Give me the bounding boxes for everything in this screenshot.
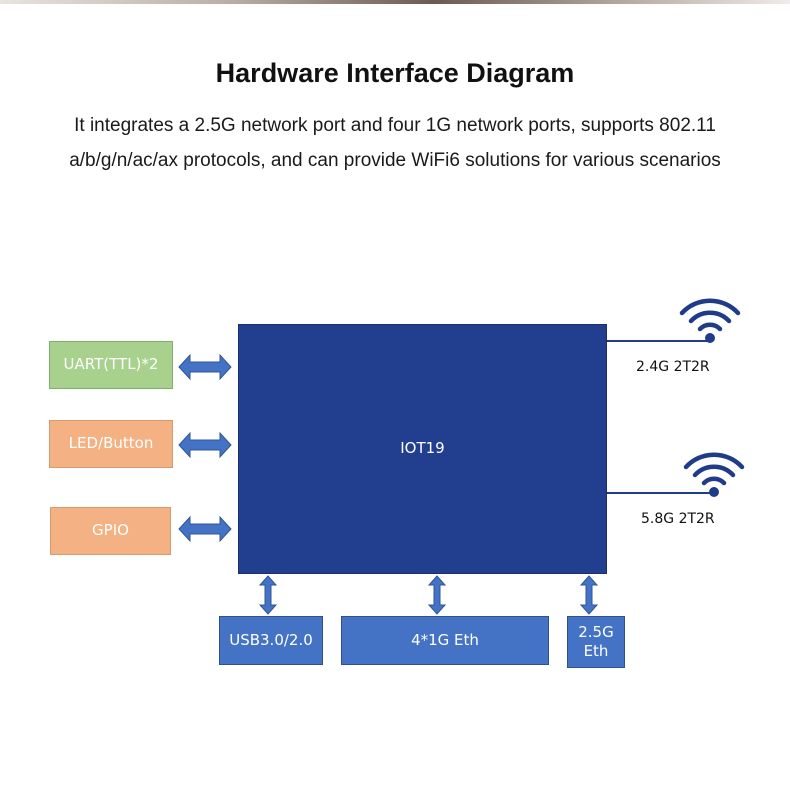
led-button-interface-box: LED/Button <box>49 420 173 468</box>
gpio-interface-box: GPIO <box>50 507 171 555</box>
subtitle-line-1: It integrates a 2.5G network port and fo… <box>74 115 716 136</box>
led-button-label: LED/Button <box>68 434 154 453</box>
top-decor-bar <box>0 0 790 4</box>
usb-label: USB3.0/2.0 <box>229 630 313 649</box>
wifi-label-2g: 2.4G 2T2R <box>636 359 710 375</box>
wifi-icon <box>683 452 745 497</box>
gpio-arrow <box>178 516 232 542</box>
eth25-arrow <box>580 575 598 615</box>
usb-interface-box: USB3.0/2.0 <box>219 616 323 665</box>
wifi-label-5g: 5.8G 2T2R <box>641 511 715 527</box>
gpio-label: GPIO <box>92 521 129 540</box>
page-title: Hardware Interface Diagram <box>215 58 575 88</box>
eth4-label: 4*1G Eth <box>411 630 479 649</box>
wifi-icon <box>679 298 741 343</box>
chip-iot19: IOT19 <box>238 324 607 574</box>
led-button-arrow <box>178 432 232 458</box>
eth4-arrow <box>428 575 446 615</box>
subtitle-line-2: a/b/g/n/ac/ax protocols, and can provide… <box>69 150 721 171</box>
usb-arrow <box>259 575 277 615</box>
uart-interface-box: UART(TTL)*2 <box>49 341 173 389</box>
eth4-interface-box: 4*1G Eth <box>341 616 549 665</box>
eth25-label: 2.5G Eth <box>578 622 614 661</box>
uart-arrow <box>178 354 232 380</box>
eth25-interface-box: 2.5G Eth <box>567 616 625 668</box>
uart-label: UART(TTL)*2 <box>63 355 159 374</box>
chip-label: IOT19 <box>400 439 445 458</box>
